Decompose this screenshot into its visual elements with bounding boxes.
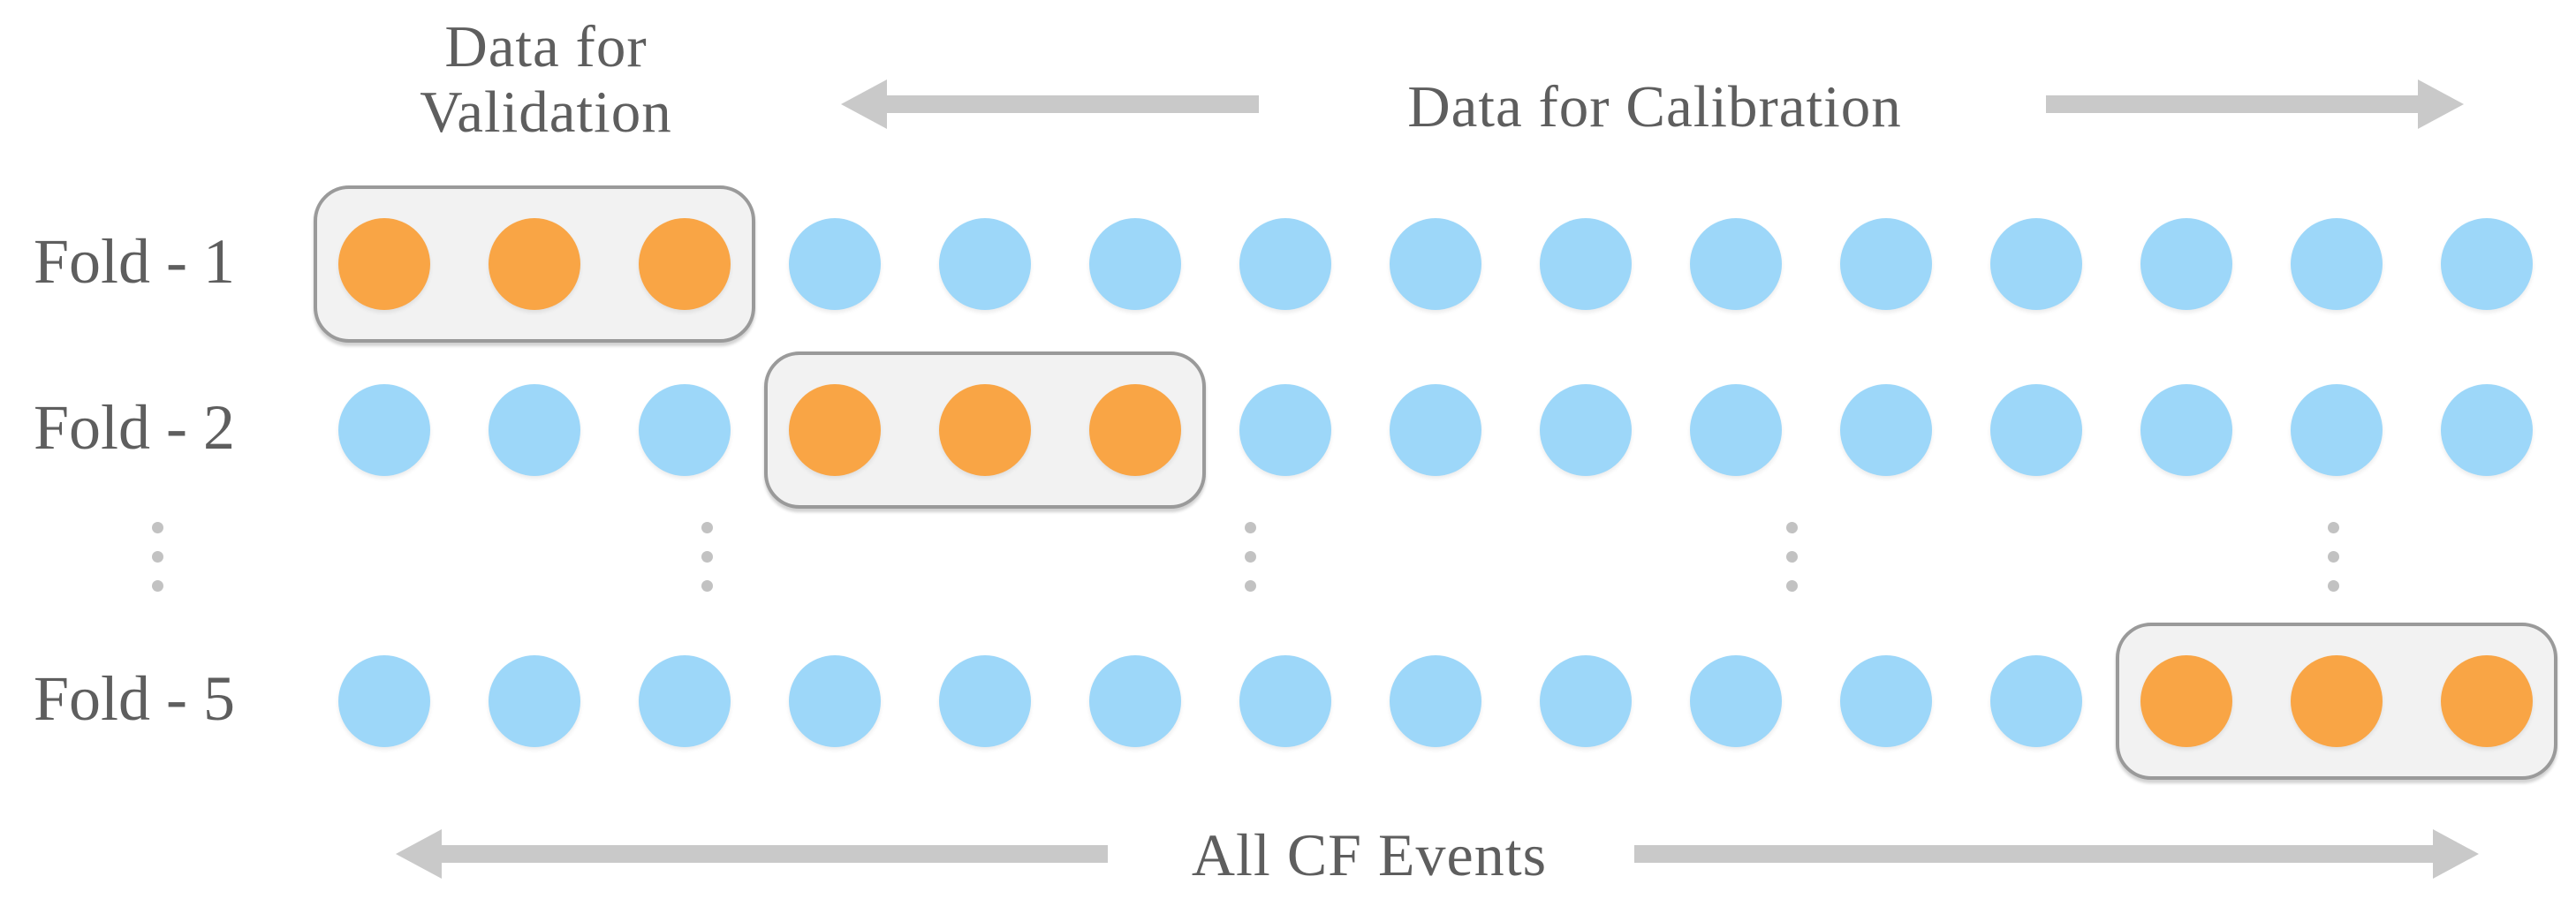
calibration-left-arrow-icon [841,79,1259,129]
ellipsis-dot-icon [152,580,163,592]
calibration-event-dot [939,655,1031,747]
calibration-event-dot [2291,384,2383,476]
arrow-shaft [887,95,1259,113]
arrow-shaft [442,845,1108,863]
calibration-event-dot [1690,655,1782,747]
all-cf-events-label: All CF Events [1191,821,1548,888]
ellipsis-dot-icon [1245,522,1256,533]
calibration-event-dot [2441,384,2533,476]
calibration-event-dot [1690,384,1782,476]
ellipsis-dot-icon [1786,551,1798,563]
fold-label-2: Fold - 2 [33,392,236,463]
validation-event-dot [2291,655,2383,747]
calibration-event-dot [1390,218,1481,310]
validation-event-dot [2140,655,2232,747]
ellipsis-dot-icon [1786,580,1798,592]
calibration-event-dot [1990,218,2082,310]
all-events-left-arrow-icon [396,829,1108,879]
calibration-event-dot [1239,218,1331,310]
ellipsis-dot-icon [1245,551,1256,563]
ellipsis-dot-icon [1786,522,1798,533]
calibration-event-dot [2441,218,2533,310]
calibration-event-dot [1690,218,1782,310]
calibration-data-label: Data for Calibration [1407,74,1902,140]
calibration-event-dot [1239,384,1331,476]
calibration-event-dot [1390,655,1481,747]
calibration-event-dot [1390,384,1481,476]
validation-event-dot [489,218,580,310]
ellipsis-dot-icon [701,580,713,592]
calibration-event-dot [489,384,580,476]
arrowhead-right [2418,79,2464,129]
ellipsis-dot-icon [701,551,713,563]
calibration-right-arrow-icon [2046,79,2464,129]
all-events-right-arrow-icon [1634,829,2479,879]
arrow-shaft [1634,845,2433,863]
calibration-event-dot [2140,218,2232,310]
ellipsis-dot-icon [2328,522,2339,533]
calibration-event-dot [789,655,881,747]
calibration-event-dot [1089,218,1181,310]
ellipsis-dot-icon [2328,551,2339,563]
validation-event-dot [1089,384,1181,476]
validation-event-dot [2441,655,2533,747]
ellipsis-dot-icon [701,522,713,533]
calibration-event-dot [1540,655,1632,747]
ellipsis-dot-icon [152,551,163,563]
arrowhead-right [2433,829,2479,879]
calibration-event-dot [1239,655,1331,747]
arrowhead-left [396,829,442,879]
fold-label-1: Fold - 1 [33,226,236,297]
validation-data-label: Data for Validation [281,14,811,145]
ellipsis-dot-icon [1245,580,1256,592]
validation-data-label-line1: Data for [444,14,648,79]
calibration-event-dot [2291,218,2383,310]
calibration-event-dot [1089,655,1181,747]
arrowhead-left [841,79,887,129]
calibration-event-dot [1840,218,1932,310]
ellipsis-dot-icon [152,522,163,533]
calibration-event-dot [2140,384,2232,476]
arrow-shaft [2046,95,2418,113]
calibration-event-dot [1840,384,1932,476]
fold-label-3: Fold - 5 [33,663,236,734]
calibration-event-dot [1990,655,2082,747]
calibration-event-dot [789,218,881,310]
validation-event-dot [939,384,1031,476]
ellipsis-dot-icon [2328,580,2339,592]
calibration-event-dot [1540,218,1632,310]
calibration-event-dot [338,384,430,476]
calibration-event-dot [1840,655,1932,747]
calibration-event-dot [1540,384,1632,476]
calibration-event-dot [489,655,580,747]
validation-event-dot [338,218,430,310]
validation-event-dot [789,384,881,476]
calibration-event-dot [338,655,430,747]
calibration-event-dot [639,384,731,476]
validation-data-label-line2: Validation [420,79,672,145]
calibration-event-dot [639,655,731,747]
validation-event-dot [639,218,731,310]
calibration-event-dot [939,218,1031,310]
calibration-event-dot [1990,384,2082,476]
